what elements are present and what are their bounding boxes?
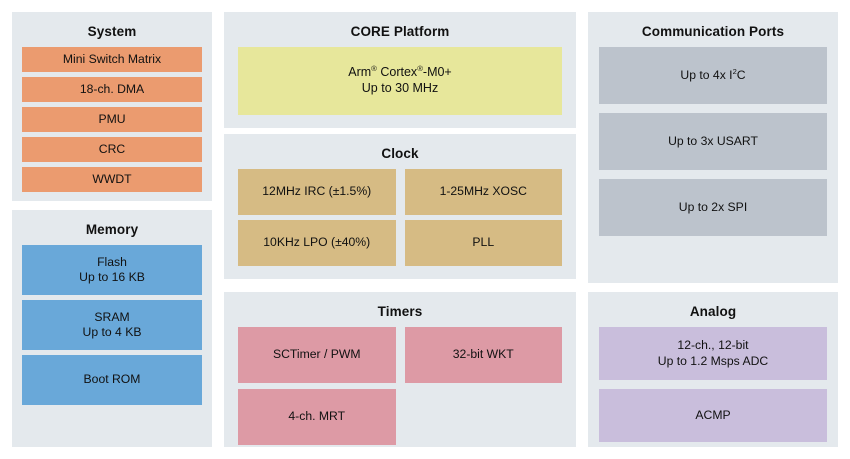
block-12mhz-irc[interactable]: 12MHz IRC (±1.5%) <box>238 169 396 215</box>
block-label: 10KHz LPO (±40%) <box>263 235 371 250</box>
block-flash[interactable]: Flash Up to 16 KB <box>22 245 202 295</box>
block-pmu[interactable]: PMU <box>22 107 202 132</box>
panel-clock-blocks: 12MHz IRC (±1.5%) 10KHz LPO (±40%) 1-25M… <box>238 169 562 271</box>
block-wkt[interactable]: 32-bit WKT <box>404 327 562 383</box>
block-label-line1: Flash <box>97 254 127 269</box>
block-label-line1: Boot ROM <box>83 372 141 387</box>
block-sram[interactable]: SRAM Up to 4 KB <box>22 300 202 350</box>
panel-communication-ports-blocks: Up to 4x I2C Up to 3x USART Up to 2x SPI <box>599 47 827 275</box>
panel-analog-blocks: 12-ch., 12-bit Up to 1.2 Msps ADC ACMP <box>599 327 827 442</box>
registered-trademark-icon: ® <box>417 64 423 74</box>
block-label: 1-25MHz XOSC <box>439 184 527 199</box>
panel-system-title: System <box>87 24 137 39</box>
block-label: Mini Switch Matrix <box>62 51 162 66</box>
panel-memory-blocks: Flash Up to 16 KB SRAM Up to 4 KB Boot R… <box>22 245 202 439</box>
block-usart[interactable]: Up to 3x USART <box>599 113 827 170</box>
panel-timers-title: Timers <box>377 304 423 319</box>
panel-timers-blocks: SCTimer / PWM 4-ch. MRT 32-bit WKT <box>238 327 562 445</box>
panel-communication-ports-title: Communication Ports <box>641 24 785 39</box>
block-boot-rom[interactable]: Boot ROM <box>22 355 202 405</box>
block-wwdt[interactable]: WWDT <box>22 167 202 192</box>
block-acmp[interactable]: ACMP <box>599 389 827 442</box>
panel-memory-title: Memory <box>85 222 139 237</box>
block-label-line1: 12-ch., 12-bit <box>677 338 749 353</box>
superscript-two-icon: 2 <box>732 66 737 76</box>
panel-timers: Timers SCTimer / PWM 4-ch. MRT 32-bit WK… <box>224 292 576 447</box>
block-label-line2: Up to 16 KB <box>79 270 145 284</box>
panel-core-platform: CORE Platform Arm® Cortex®-M0+ Up to 30 … <box>224 12 576 128</box>
panel-core-platform-blocks: Arm® Cortex®-M0+ Up to 30 MHz <box>238 47 562 120</box>
block-label: PLL <box>472 235 495 250</box>
block-label-line1: Arm® Cortex®-M0+ <box>348 64 452 80</box>
block-label: Up to 4x I2C <box>680 66 746 82</box>
block-label-line1: ACMP <box>695 407 731 422</box>
panel-system: System Mini Switch Matrix 18-ch. DMA PMU… <box>12 12 212 201</box>
panel-analog: Analog 12-ch., 12-bit Up to 1.2 Msps ADC… <box>588 292 838 447</box>
block-xosc[interactable]: 1-25MHz XOSC <box>404 169 562 215</box>
block-label: Up to 3x USART <box>668 133 758 148</box>
panel-analog-title: Analog <box>689 304 737 319</box>
block-label: PMU <box>98 111 126 126</box>
block-sctimer-pwm[interactable]: SCTimer / PWM <box>238 327 396 383</box>
block-label: 32-bit WKT <box>452 347 514 362</box>
panel-core-platform-title: CORE Platform <box>350 24 450 39</box>
block-adc[interactable]: 12-ch., 12-bit Up to 1.2 Msps ADC <box>599 327 827 380</box>
block-dma[interactable]: 18-ch. DMA <box>22 77 202 102</box>
block-label: 12MHz IRC (±1.5%) <box>262 184 372 199</box>
block-pll[interactable]: PLL <box>404 220 562 266</box>
block-label: CRC <box>98 141 126 156</box>
panel-communication-ports: Communication Ports Up to 4x I2C Up to 3… <box>588 12 838 283</box>
registered-trademark-icon: ® <box>371 64 377 74</box>
block-10khz-lpo[interactable]: 10KHz LPO (±40%) <box>238 220 396 266</box>
block-label-line1: SRAM <box>94 309 130 324</box>
block-label: 4-ch. MRT <box>288 409 346 424</box>
block-mini-switch-matrix[interactable]: Mini Switch Matrix <box>22 47 202 72</box>
block-label-line2: Up to 4 KB <box>82 325 142 339</box>
block-label: Up to 2x SPI <box>678 199 748 214</box>
block-mrt[interactable]: 4-ch. MRT <box>238 389 396 445</box>
block-arm-cortex-m0plus[interactable]: Arm® Cortex®-M0+ Up to 30 MHz <box>238 47 562 115</box>
block-label: WWDT <box>92 171 132 186</box>
block-label: SCTimer / PWM <box>272 347 361 362</box>
panel-memory: Memory Flash Up to 16 KB SRAM Up to 4 KB… <box>12 210 212 447</box>
block-crc[interactable]: CRC <box>22 137 202 162</box>
panel-clock: Clock 12MHz IRC (±1.5%) 10KHz LPO (±40%)… <box>224 134 576 279</box>
block-label-line2: Up to 1.2 Msps ADC <box>657 353 769 368</box>
block-label: 18-ch. DMA <box>79 81 145 96</box>
panel-clock-title: Clock <box>381 146 419 161</box>
block-label-line2: Up to 30 MHz <box>361 81 439 95</box>
block-spi[interactable]: Up to 2x SPI <box>599 179 827 236</box>
block-i2c[interactable]: Up to 4x I2C <box>599 47 827 104</box>
panel-system-blocks: Mini Switch Matrix 18-ch. DMA PMU CRC WW… <box>22 47 202 193</box>
